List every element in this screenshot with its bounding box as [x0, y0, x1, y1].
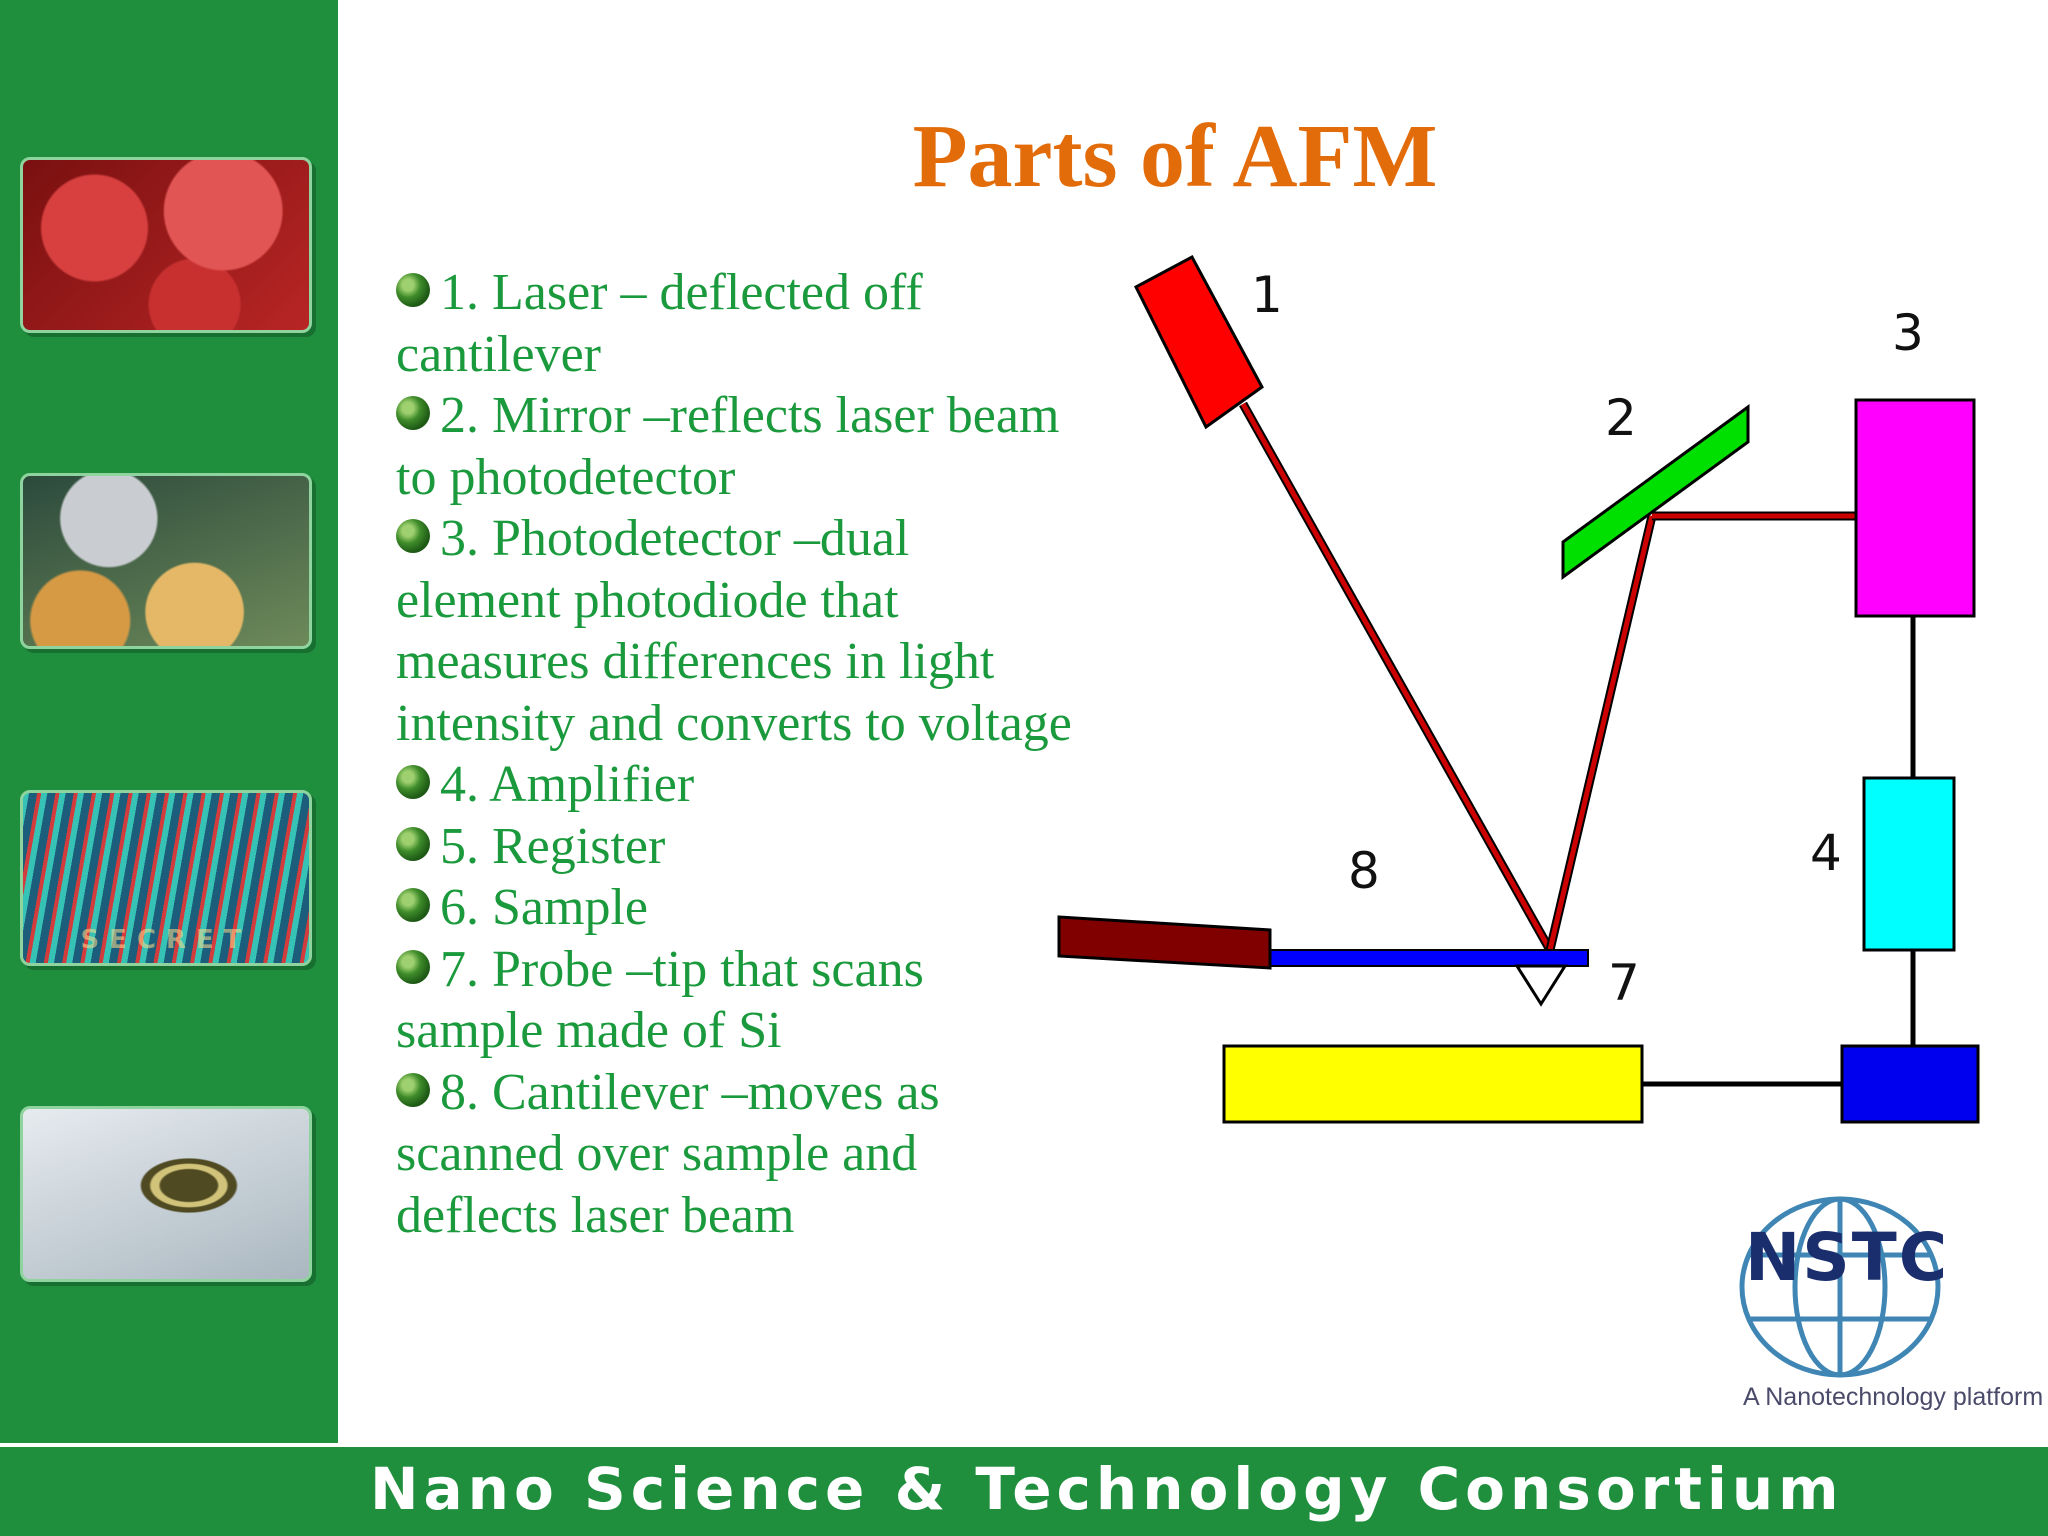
cantilever-beam	[1269, 949, 1589, 967]
photodetector	[1854, 398, 1976, 618]
afm-diagram: 1 3 2 4 8 7 6 5	[1057, 254, 1980, 1126]
part-label: 1. Laser – deflected off cantilever	[396, 264, 923, 383]
page-title: Parts of AFM	[912, 107, 1438, 206]
amplifier	[1862, 776, 1956, 952]
list-item: 3. Photodetector –dual element photodiod…	[396, 508, 1076, 754]
register	[1840, 1044, 1980, 1124]
footer-text: Nano Science & Technology Consortium	[370, 1455, 1844, 1523]
list-item: 4. Amplifier	[396, 754, 1076, 816]
part-label: 3. Photodetector –dual element photodiod…	[396, 510, 1072, 752]
part-label: 6. Sample	[440, 879, 648, 936]
signal-wires	[1642, 616, 1916, 1087]
bullet-icon	[396, 765, 430, 799]
dna-strand-image: SECRET	[20, 790, 312, 966]
label-8: 8	[1348, 842, 1380, 900]
part-label: 8. Cantilever –moves as scanned over sam…	[396, 1063, 940, 1244]
nstc-logo: NSTC A Nanotechnology platform	[1735, 1195, 2048, 1425]
list-item: 7. Probe –tip that scans sample made of …	[396, 939, 1076, 1062]
part-label: 5. Register	[440, 817, 666, 875]
list-item: 2. Mirror –reflects laser beam to photod…	[396, 385, 1076, 508]
bullet-icon	[396, 1072, 430, 1107]
probe-tip	[1514, 964, 1568, 1007]
part-label: 4. Amplifier	[440, 756, 695, 813]
label-7: 7	[1608, 954, 1640, 1012]
laser-beam-path	[1239, 401, 1856, 953]
logo-tagline: A Nanotechnology platform	[1743, 1383, 2044, 1411]
logo-name: NSTC	[1745, 1219, 1950, 1296]
bullet-icon	[396, 826, 430, 861]
laser-source	[1134, 254, 1264, 430]
sample	[1222, 1044, 1644, 1124]
part-label: 2. Mirror –reflects laser beam to photod…	[396, 387, 1060, 506]
label-2: 2	[1605, 389, 1637, 447]
bullet-icon	[396, 949, 430, 984]
list-item: 5. Register	[396, 816, 1076, 878]
bullet-icon	[396, 396, 430, 430]
cells-bacteria-image	[20, 473, 312, 649]
label-4: 4	[1810, 824, 1842, 882]
label-3: 3	[1892, 304, 1924, 362]
bullet-icon	[396, 273, 430, 307]
cantilever-holder	[1057, 915, 1272, 970]
red-blood-cells-image	[20, 157, 312, 333]
nanobot-image	[20, 1106, 312, 1282]
part-label: 7. Probe –tip that scans sample made of …	[396, 940, 924, 1060]
list-item: 1. Laser – deflected off cantilever	[396, 262, 1076, 385]
bullet-icon	[396, 888, 430, 922]
list-item: 6. Sample	[396, 877, 1076, 939]
thumb-overlay-text: SECRET	[80, 925, 252, 955]
list-item: 8. Cantilever –moves as scanned over sam…	[396, 1062, 1076, 1247]
parts-list: 1. Laser – deflected off cantilever 2. M…	[396, 262, 1076, 1246]
footer-bar: Nano Science & Technology Consortium	[0, 1443, 2048, 1536]
bullet-icon	[396, 519, 430, 553]
globe-icon	[1739, 1196, 1941, 1378]
mirror	[1561, 404, 1750, 580]
sidebar: SECRET	[0, 0, 338, 1443]
label-1: 1	[1251, 266, 1283, 324]
